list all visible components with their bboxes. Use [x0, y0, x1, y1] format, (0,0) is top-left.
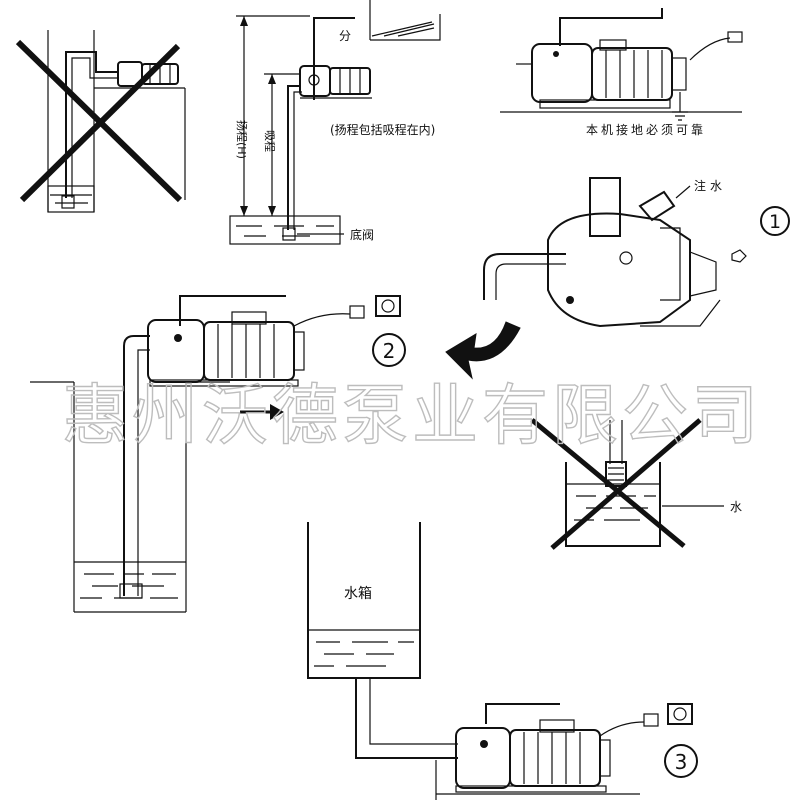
panel-well-install: 2	[30, 295, 406, 613]
panel-wrong-container: 水	[530, 418, 742, 550]
grounding-note: 本机接地必须可靠	[586, 122, 706, 137]
pump-closeup-icon	[547, 190, 721, 328]
pump-icon	[531, 39, 687, 109]
step-2-badge: 2	[372, 333, 406, 367]
head-total-label: 扬程(H)	[235, 120, 249, 159]
svg-text:2: 2	[383, 339, 396, 363]
panel-head-diagram: 分 扬程(H) 吸程 底阀 (扬程包括吸程在内)	[229, 0, 441, 245]
foot-valve-icon	[61, 195, 75, 209]
plug-icon	[643, 713, 659, 727]
cross-mark-icon	[15, 39, 183, 203]
plug-icon	[349, 305, 365, 319]
foot-valve-label: 底阀	[350, 227, 374, 242]
panel-water-tank: 水箱 3	[307, 522, 698, 800]
suction-lift-label: 吸程	[263, 130, 276, 152]
svg-text:1: 1	[769, 211, 781, 233]
panel-grounding: 本机接地必须可靠	[500, 8, 743, 137]
cross-mark-icon	[530, 418, 702, 550]
ground-symbol-icon	[672, 92, 688, 121]
step-3-badge: 3	[664, 744, 698, 778]
panel-wrong-install-top-left	[15, 30, 186, 213]
foot-valve-icon	[282, 227, 296, 241]
pump-icon	[299, 65, 372, 99]
pump-icon	[147, 311, 305, 387]
fill-water-label: 注水	[694, 178, 726, 193]
foot-valve-icon	[119, 583, 143, 599]
outlet-label: 分	[339, 29, 351, 43]
panel-priming: 注水 1	[483, 177, 790, 328]
company-watermark: 惠州沃德泵业有限公司	[62, 377, 762, 454]
socket-icon	[667, 703, 693, 725]
water-tank-label: 水箱	[344, 586, 372, 602]
water-label: 水	[730, 500, 742, 514]
svg-text:3: 3	[675, 750, 688, 774]
socket-icon	[375, 295, 401, 317]
head-includes-suction-note: (扬程包括吸程在内)	[330, 122, 435, 137]
step-1-badge: 1	[760, 206, 790, 236]
right-arrow-icon	[240, 404, 284, 420]
pump-icon	[455, 719, 611, 793]
curved-arrow-icon	[445, 321, 521, 380]
plug-icon	[727, 31, 743, 43]
